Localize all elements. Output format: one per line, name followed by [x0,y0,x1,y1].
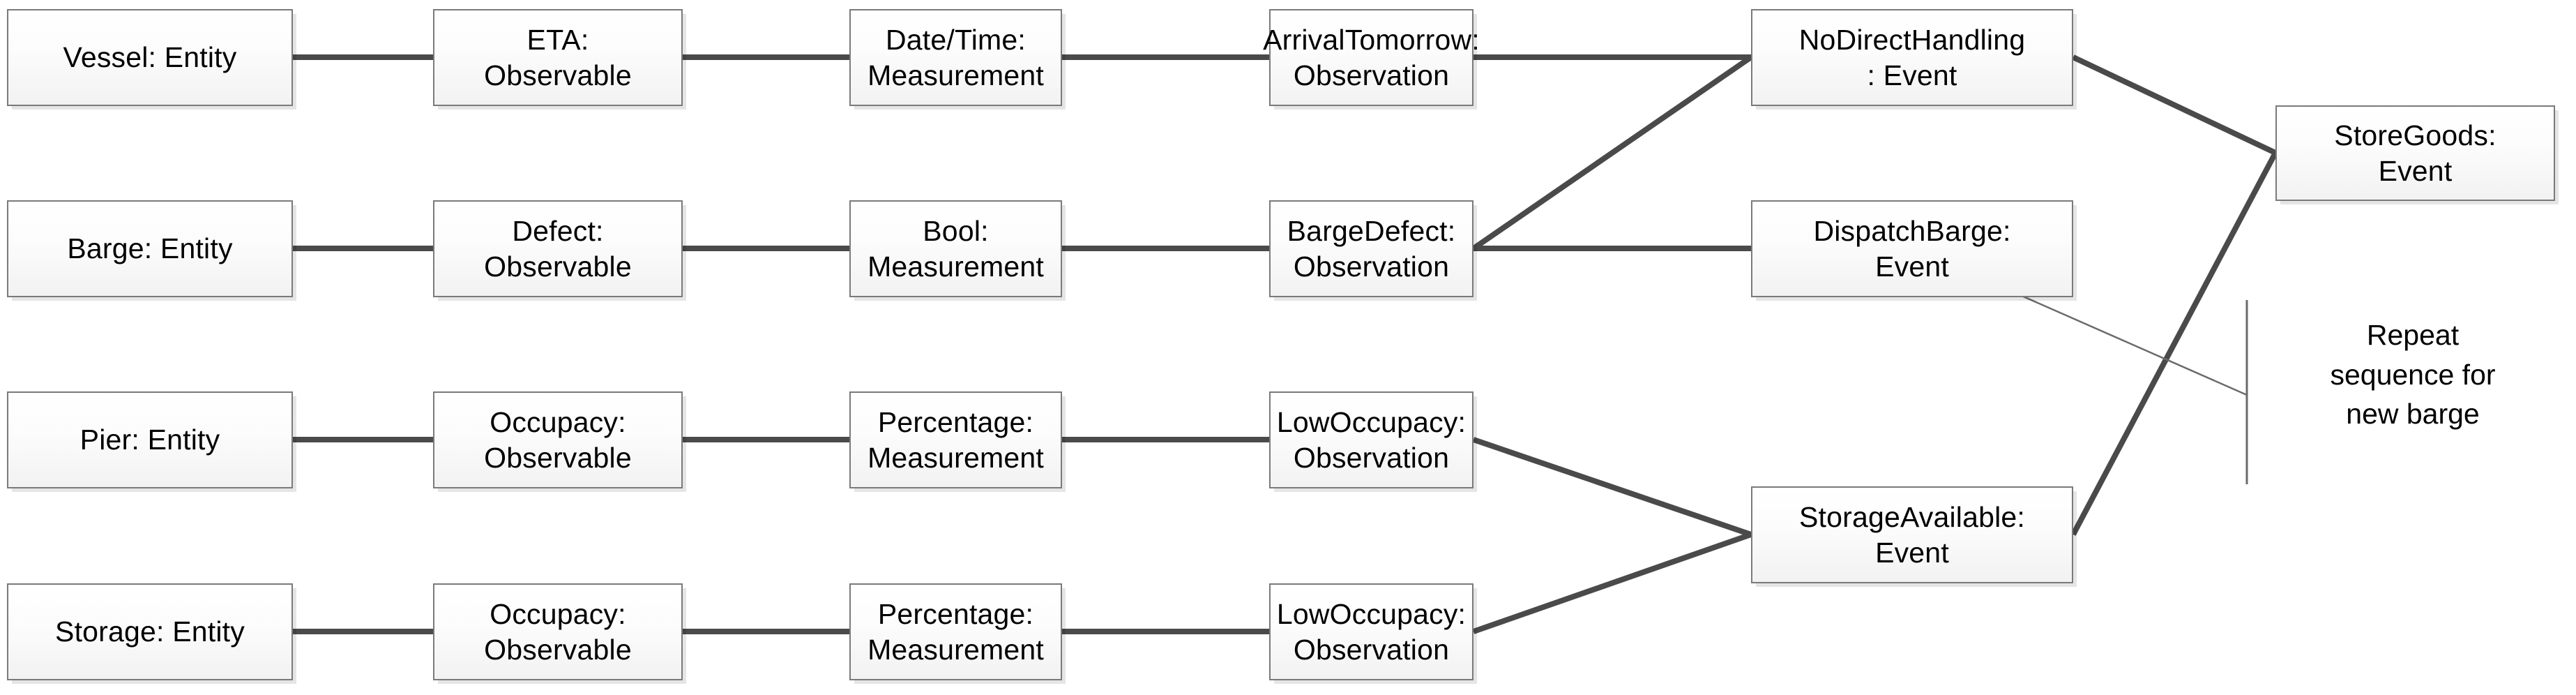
node-storage[interactable]: Storage: Entity [7,583,293,680]
node-label-occupacy_pier: Occupacy: Observable [484,406,632,474]
node-label-defect: Defect: Observable [484,215,632,283]
node-eta[interactable]: ETA: Observable [433,9,683,106]
node-label-nodirecthandling: NoDirectHandling : Event [1798,24,2026,91]
node-label-barge: Barge: Entity [67,232,233,265]
node-bargedefect[interactable]: BargeDefect: Observation [1269,200,1473,297]
node-storegoods[interactable]: StoreGoods: Event [2275,105,2555,201]
node-label-eta: ETA: Observable [484,24,632,91]
node-bool[interactable]: Bool: Measurement [849,200,1062,297]
node-arrivaltomorrow[interactable]: ArrivalTomorrow: Observation [1263,9,1480,106]
node-label-storage: Storage: Entity [55,615,245,648]
node-dispatchbarge[interactable]: DispatchBarge: Event [1751,200,2073,297]
connector-e-lowocc-storageavail [1472,437,1752,537]
node-label-storageavailable: StorageAvailable: Event [1798,501,2026,569]
node-label-vessel: Vessel: Entity [63,41,237,74]
node-label-arrivaltomorrow: ArrivalTomorrow: Observation [1263,24,1480,91]
node-storageavailable[interactable]: StorageAvailable: Event [1751,486,2073,583]
node-vessel[interactable]: Vessel: Entity [7,9,293,106]
node-occupacy_storage[interactable]: Occupacy: Observable [433,583,683,680]
connector-e-nodirect-storegoods [2072,54,2277,156]
node-label-lowoccupacy_pier: LowOccupacy: Observation [1276,406,1467,474]
node-label-percentage_pier: Percentage: Measurement [867,406,1044,474]
node-label-percentage_storage: Percentage: Measurement [867,598,1044,666]
annotation-repeat-note: Repeat sequence for new barge [2330,319,2496,431]
node-percentage_storage[interactable]: Percentage: Measurement [849,583,1062,680]
node-label-bargedefect: BargeDefect: Observation [1287,215,1456,283]
node-label-datetime: Date/Time: Measurement [867,24,1044,91]
connector-e-lowocc2-storageavail [1472,532,1752,634]
connector-e-bargedefect-nodirect [1471,54,1753,251]
node-pier[interactable]: Pier: Entity [7,391,293,488]
node-label-storegoods: StoreGoods: Event [2334,119,2497,187]
node-nodirecthandling[interactable]: NoDirectHandling : Event [1751,9,2073,106]
node-label-occupacy_storage: Occupacy: Observable [484,598,632,666]
node-defect[interactable]: Defect: Observable [433,200,683,297]
node-label-dispatchbarge: DispatchBarge: Event [1813,215,2011,283]
node-barge[interactable]: Barge: Entity [7,200,293,297]
node-lowoccupacy_storage[interactable]: LowOccupacy: Observation [1269,583,1473,680]
node-percentage_pier[interactable]: Percentage: Measurement [849,391,1062,488]
node-label-bool: Bool: Measurement [867,215,1044,283]
node-datetime[interactable]: Date/Time: Measurement [849,9,1062,106]
node-occupacy_pier[interactable]: Occupacy: Observable [433,391,683,488]
node-lowoccupacy_pier[interactable]: LowOccupacy: Observation [1269,391,1473,488]
node-label-pier: Pier: Entity [79,424,220,456]
node-label-lowoccupacy_storage: LowOccupacy: Observation [1276,598,1467,666]
connector-e-storageavail-storegoods [2070,151,2278,536]
